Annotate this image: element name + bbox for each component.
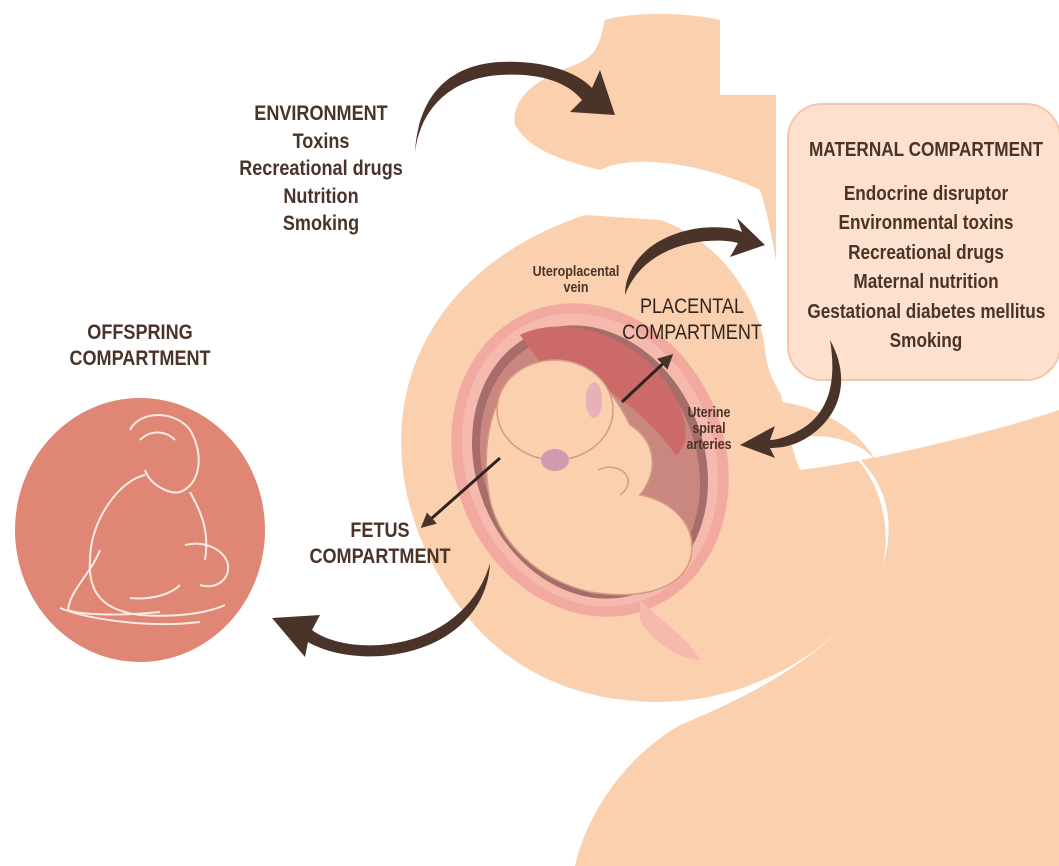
uteroplacental-vein-label: Uteroplacental vein [516,265,636,297]
offspring-circle [15,398,265,662]
fetus-label-line2: COMPARTMENT [303,544,458,570]
maternal-item: Smoking [807,327,1044,356]
maternal-factor-list: Endocrine disruptor Environmental toxins… [807,180,1044,356]
uterine-spiral-arteries-label: Uterine spiral arteries [670,406,747,454]
environment-label-group: ENVIRONMENT Toxins Recreational drugs Nu… [214,100,429,238]
environment-item-toxins: Toxins [214,128,429,156]
offspring-compartment-label: OFFSPRING COMPARTMENT [45,320,234,373]
artery-label-line3: arteries [670,438,747,454]
placental-label-line1: PLACENTAL [611,294,773,320]
placental-label-line2: COMPARTMENT [611,320,773,346]
maternal-item: Gestational diabetes mellitus [807,298,1044,327]
artery-label-line1: Uterine [670,406,747,422]
artery-label-line2: spiral [670,422,747,438]
maternal-item: Maternal nutrition [807,268,1044,297]
offspring-label-line1: OFFSPRING [45,320,234,346]
fetus-label-line1: FETUS [303,518,458,544]
placental-compartment-label: PLACENTAL COMPARTMENT [611,294,773,347]
environment-item-smoking: Smoking [214,210,429,238]
offspring-label-line2: COMPARTMENT [45,346,234,372]
vein-label-line1: Uteroplacental [516,265,636,281]
fetus-compartment-label: FETUS COMPARTMENT [303,518,458,571]
maternal-compartment-title: MATERNAL COMPARTMENT [807,138,1044,163]
environment-title: ENVIRONMENT [214,100,429,128]
environment-item-recreational-drugs: Recreational drugs [214,155,429,183]
vein-label-line2: vein [516,281,636,297]
maternal-item: Endocrine disruptor [807,180,1044,209]
environment-item-nutrition: Nutrition [214,183,429,211]
maternal-item: Recreational drugs [807,239,1044,268]
maternal-item: Environmental toxins [807,209,1044,238]
